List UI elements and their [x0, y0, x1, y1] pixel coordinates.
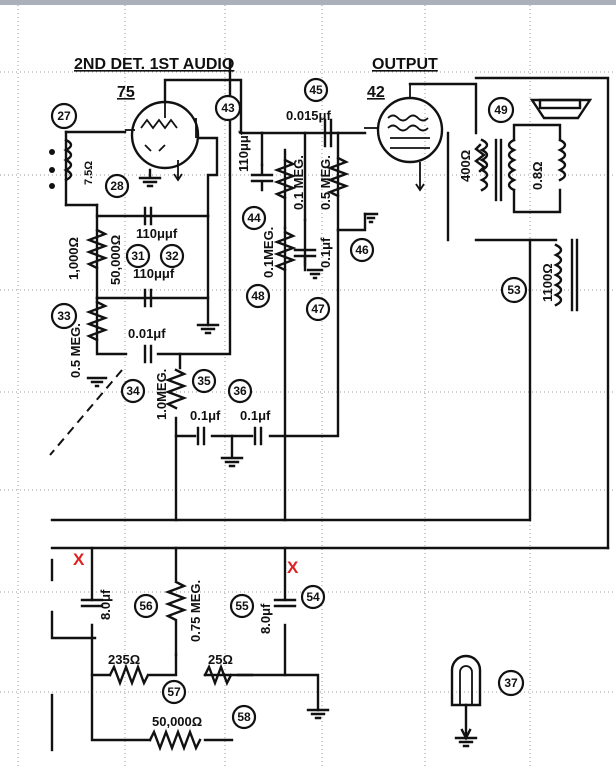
callout-53: 53	[507, 283, 521, 297]
label-50000ohm-bottom: 50,000Ω	[152, 714, 202, 729]
callout-35: 35	[197, 374, 211, 388]
red-x-mark-left: X	[73, 550, 85, 569]
red-x-mark-right: X	[287, 558, 299, 577]
callout-43: 43	[221, 101, 235, 115]
speaker-icon	[529, 98, 593, 120]
tube-75	[125, 100, 200, 182]
tube-42-label: 42	[367, 84, 385, 101]
callout-27: 27	[57, 109, 71, 123]
label-0.75meg: 0.75 MEG.	[188, 580, 203, 642]
label-0.1uf-b: 0.1μf	[190, 408, 221, 423]
label-1000ohm: 1,000Ω	[66, 237, 81, 280]
callout-58: 58	[237, 710, 251, 724]
label-110uuf-b: 110μμf	[133, 266, 175, 281]
callout-32: 32	[165, 249, 179, 263]
label-400ohm: 400Ω	[458, 150, 473, 182]
label-8uf-b: 8.0μf	[258, 603, 273, 634]
capacitors	[80, 118, 333, 608]
callout-48: 48	[251, 289, 265, 303]
label-0.01uf: 0.01μf	[128, 326, 166, 341]
tube-75-label: 75	[117, 84, 135, 101]
callout-circles: 27 28 31 32 33 34 35 36 37 43 44 45 46 4…	[50, 77, 528, 730]
label-0.1uf-a: 0.1μf	[318, 237, 333, 268]
callout-49: 49	[494, 103, 508, 117]
callout-34: 34	[126, 384, 140, 398]
tube-42	[364, 84, 444, 192]
label-25ohm: 25Ω	[208, 652, 233, 667]
callout-47: 47	[311, 302, 325, 316]
coil-27	[49, 138, 73, 189]
callout-56: 56	[139, 599, 153, 613]
dashed-mechanical-link	[49, 369, 123, 456]
callout-45: 45	[309, 83, 323, 97]
label-50000ohm: 50,000Ω	[108, 235, 123, 285]
dial-lamp	[450, 654, 482, 741]
label-1100ohm: 1100Ω	[540, 263, 555, 302]
field-coil-53	[553, 238, 579, 312]
callout-33: 33	[57, 309, 71, 323]
callout-37: 37	[504, 676, 518, 690]
output-transformer	[479, 123, 567, 214]
label-0.5meg-a: 0.5 MEG.	[318, 155, 333, 210]
header-2nd-det-1st-audio: 2ND DET. 1ST AUDIO	[74, 56, 234, 73]
label-1meg: 1.0MEG.	[154, 369, 169, 420]
callout-36: 36	[233, 384, 247, 398]
header-output: OUTPUT	[372, 56, 438, 73]
label-0.1uf-c: 0.1μf	[240, 408, 271, 423]
callout-46: 46	[355, 243, 369, 257]
callout-44: 44	[247, 211, 261, 225]
wiring	[50, 58, 610, 752]
callout-57: 57	[167, 685, 181, 699]
label-0.8ohm: 0.8Ω	[530, 162, 545, 191]
label-8uf-a: 8.0μf	[98, 589, 113, 620]
top-scrollbar-strip	[0, 0, 616, 5]
label-0.1meg-b: 0.1MEG.	[261, 227, 276, 278]
label-7.5ohm: 7.5Ω	[83, 161, 95, 185]
label-0.1meg-a: 0.1 MEG.	[291, 155, 306, 210]
label-110uuf-top: 110μμf	[236, 130, 251, 172]
ground-symbols	[86, 168, 478, 748]
value-labels: 110μμf 0.015μf 7.5Ω 110μμf 110μμf 1,000Ω…	[66, 108, 555, 729]
callout-55: 55	[235, 599, 249, 613]
resistors	[85, 143, 486, 752]
label-0.5meg-b: 0.5 MEG.	[68, 323, 83, 378]
callout-54: 54	[306, 590, 320, 604]
label-0.015uf: 0.015μf	[286, 108, 331, 123]
callout-31: 31	[131, 249, 145, 263]
callout-28: 28	[110, 179, 124, 193]
label-235ohm: 235Ω	[108, 652, 140, 667]
label-110uuf-a: 110μμf	[136, 226, 178, 241]
